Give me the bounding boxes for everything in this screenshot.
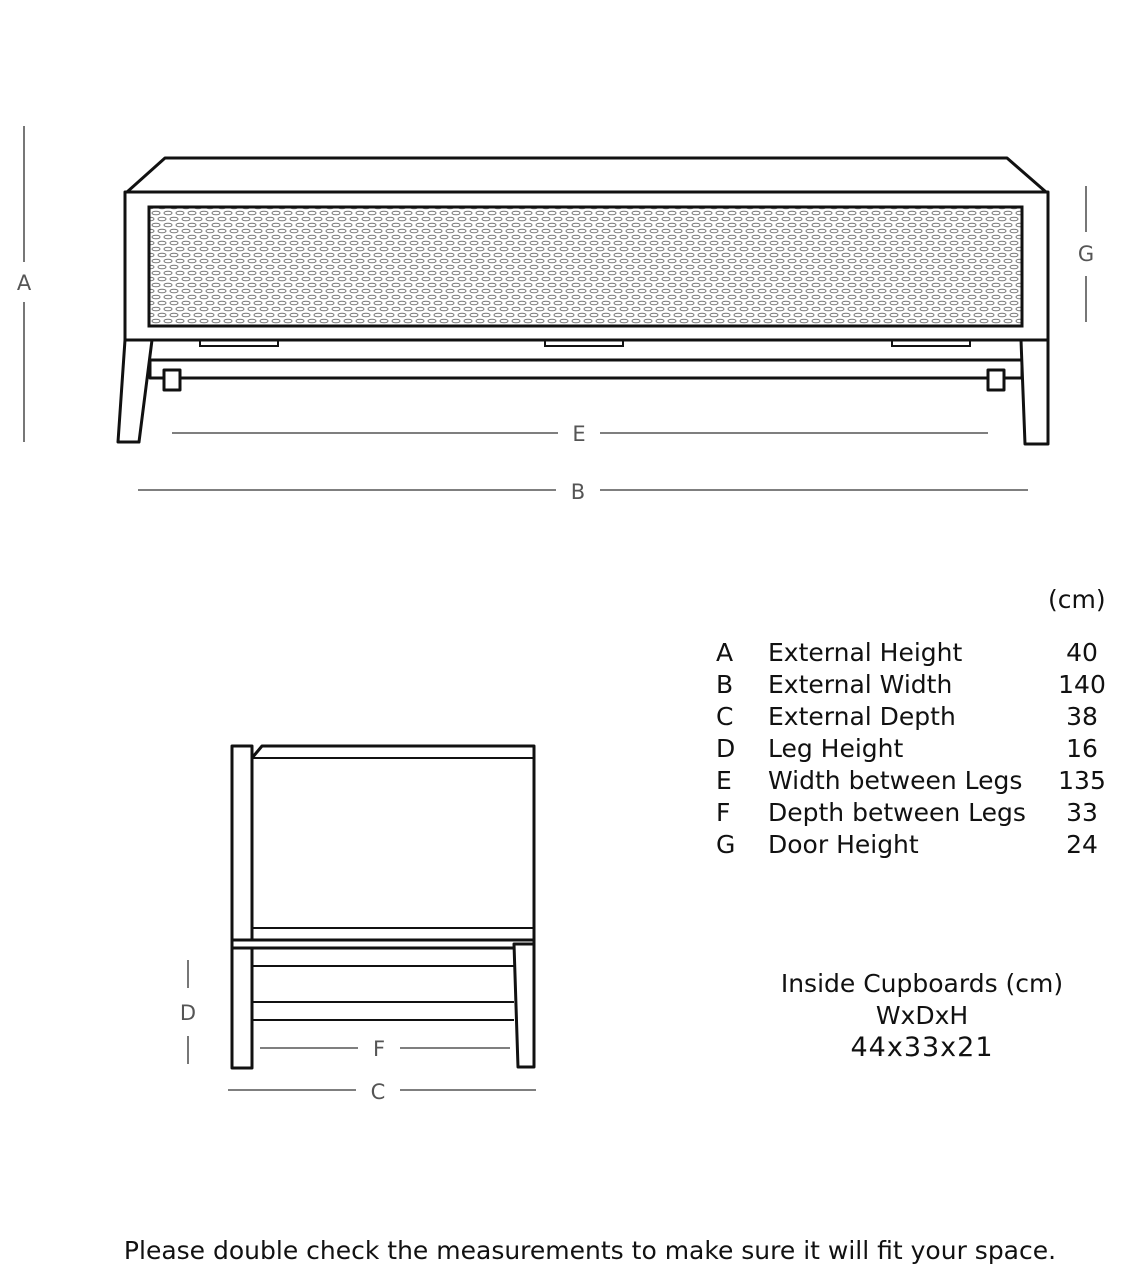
dim-letter-a: A xyxy=(17,271,32,295)
table-row: C External Depth 38 xyxy=(716,701,1116,733)
door-handle-middle xyxy=(544,339,624,347)
rear-left-leg xyxy=(162,368,182,392)
front-view xyxy=(116,156,1050,446)
row-value: 140 xyxy=(1058,670,1106,699)
table-row: B External Width 140 xyxy=(716,669,1116,701)
dim-letter-d: D xyxy=(180,1001,196,1025)
footer-note: Please double check the measurements to … xyxy=(123,1236,1057,1265)
lower-rail xyxy=(148,358,1024,380)
row-letter: C xyxy=(716,702,734,731)
dimensions-table: A External Height 40 B External Width 14… xyxy=(716,637,1116,861)
row-value: 40 xyxy=(1066,638,1098,667)
dim-letter-c: C xyxy=(371,1080,386,1104)
side-dimension-c: C xyxy=(228,1080,536,1104)
door-handle-right xyxy=(891,339,971,347)
row-letter: A xyxy=(716,638,734,667)
row-letter: F xyxy=(716,798,731,827)
row-letter: D xyxy=(716,734,736,763)
row-letter: E xyxy=(716,766,732,795)
side-rear-leg xyxy=(512,942,536,1069)
dim-letter-g: G xyxy=(1078,242,1094,266)
side-view xyxy=(230,744,536,1070)
row-name: External Depth xyxy=(768,702,956,731)
rear-right-leg xyxy=(986,368,1006,392)
front-dimension-e: E xyxy=(172,422,988,446)
inside-cupboards-title: Inside Cupboards (cm) xyxy=(780,969,1064,998)
rattan-door-panel xyxy=(147,205,1024,328)
inside-cupboards-value: 44x33x21 xyxy=(850,1032,994,1063)
front-dimension-g: G xyxy=(1078,186,1094,322)
side-dimension-d: D xyxy=(180,960,196,1064)
row-value: 38 xyxy=(1066,702,1098,731)
row-value: 33 xyxy=(1066,798,1098,827)
table-row: A External Height 40 xyxy=(716,637,1116,669)
cabinet-top xyxy=(125,156,1048,194)
row-letter: G xyxy=(716,830,736,859)
dim-letter-e: E xyxy=(572,422,585,446)
row-name: External Height xyxy=(768,638,963,667)
front-left-leg xyxy=(116,338,154,444)
row-value: 16 xyxy=(1066,734,1098,763)
row-name: Depth between Legs xyxy=(768,798,1026,827)
dim-letter-f: F xyxy=(373,1037,385,1061)
front-dimension-a: A xyxy=(17,126,32,442)
inside-cupboards: Inside Cupboards (cm) WxDxH 44x33x21 xyxy=(762,968,1082,1064)
row-name: Door Height xyxy=(768,830,919,859)
row-name: External Width xyxy=(768,670,953,699)
dim-letter-b: B xyxy=(571,480,585,504)
table-row: D Leg Height 16 xyxy=(716,733,1116,765)
inside-cupboards-format: WxDxH xyxy=(875,1001,969,1030)
front-dimension-b: B xyxy=(138,480,1028,504)
row-letter: B xyxy=(716,670,734,699)
side-base-rail xyxy=(230,938,536,950)
side-front-post xyxy=(230,744,254,1070)
table-row: F Depth between Legs 33 xyxy=(716,797,1116,829)
table-row: G Door Height 24 xyxy=(716,829,1116,861)
row-value: 24 xyxy=(1066,830,1098,859)
table-row: E Width between Legs 135 xyxy=(716,765,1116,797)
row-name: Width between Legs xyxy=(768,766,1023,795)
side-panel xyxy=(250,744,536,944)
row-value: 135 xyxy=(1058,766,1106,795)
front-right-leg xyxy=(1019,338,1050,446)
row-name: Leg Height xyxy=(768,734,904,763)
door-handle-left xyxy=(199,339,279,347)
side-dimension-f: F xyxy=(260,1037,510,1061)
unit-header: (cm) xyxy=(1048,585,1106,614)
